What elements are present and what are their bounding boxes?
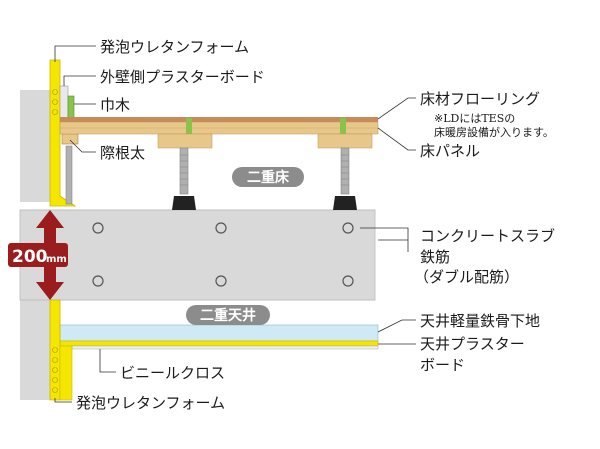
concrete-slab [19, 209, 376, 301]
rebar-bottom-3 [342, 275, 354, 287]
support-leg-2 [333, 147, 357, 210]
badge-double-floor: 二重床 [232, 167, 304, 187]
label-flooring-note-2: 床暖房設備が入ります。 [434, 125, 554, 139]
label-rebar: 鉄筋 [420, 248, 450, 266]
foam-lower [49, 299, 61, 401]
wall-lower [20, 300, 50, 400]
ceiling-frame-layer [59, 324, 379, 342]
exterior-plasterboard [59, 85, 69, 123]
support-pad-1 [157, 133, 213, 149]
support-leg-1 [172, 147, 196, 210]
label-ceiling-frame: 天井軽量鉄骨下地 [420, 312, 540, 330]
rebar-top-1 [92, 222, 104, 234]
ceiling-board-layer [59, 340, 379, 347]
label-flooring-note-1: ※LDにはTESの [434, 112, 515, 125]
dimension-unit: mm [46, 254, 67, 265]
wall-upper [20, 90, 50, 202]
badge-double-ceiling-text: 二重天井 [200, 307, 256, 324]
label-exterior-board: 外壁側プラスターボード [100, 68, 265, 86]
label-flooring: 床材フローリング [420, 90, 540, 108]
label-ceiling-board-1: 天井プラスター [420, 335, 525, 353]
rebar-bottom-2 [215, 275, 227, 287]
rebar-bottom-1 [92, 275, 104, 287]
leader-lines [54, 45, 416, 403]
baseboard [67, 95, 75, 121]
rebar-top-2 [215, 222, 227, 234]
label-foam-bottom: 発泡ウレタンフォーム [76, 394, 225, 412]
support-pad-2 [317, 133, 373, 149]
label-vinyl-cloth: ビニールクロス [120, 364, 225, 382]
dimension-value: 200 [12, 247, 48, 267]
rebar-group [92, 222, 354, 287]
label-foam-top: 発泡ウレタンフォーム [100, 38, 249, 56]
flooring-layer [60, 117, 378, 122]
badge-double-ceiling: 二重天井 [186, 305, 270, 325]
vinyl-cloth-layer [71, 345, 379, 350]
label-baseboard: 巾木 [100, 96, 130, 114]
label-concrete-slab: コンクリートスラブ [420, 227, 555, 245]
perimeter-joist [61, 133, 79, 145]
label-joist: 際根太 [100, 144, 145, 162]
badge-double-floor-text: 二重床 [247, 169, 290, 186]
rebar-top-3 [342, 222, 354, 234]
dimension-arrow: 200 mm [8, 210, 68, 300]
label-ceiling-board-2: ボード [420, 356, 465, 374]
label-floor-panel: 床パネル [420, 142, 480, 160]
label-double-rebar: （ダブル配筋） [414, 268, 519, 286]
dimension-box [8, 243, 68, 267]
